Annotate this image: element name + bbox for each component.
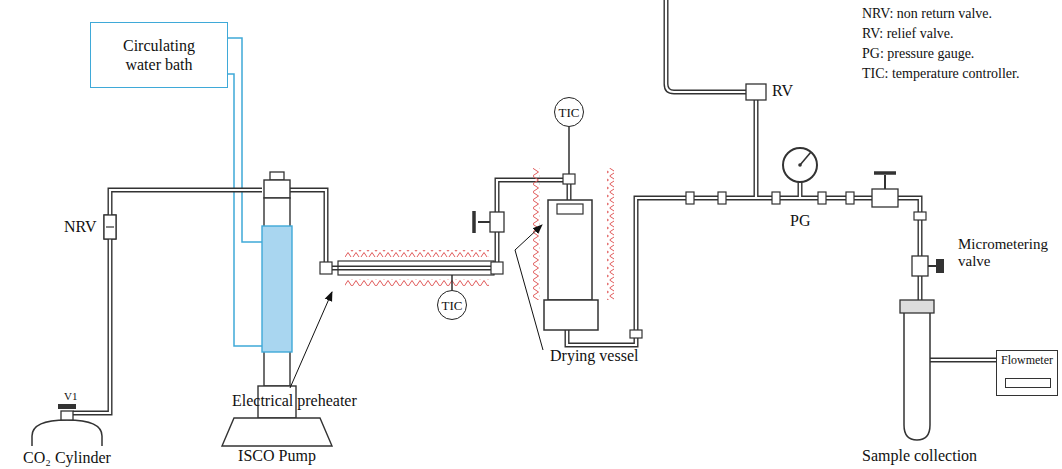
node-label: CO₂ Cylinder [0,449,138,467]
note-text: TIC: temperature controller. [862,66,1019,82]
connector-line [228,74,262,346]
check-valve-symbol [106,226,114,227]
callout-label: Sample collection [862,447,977,465]
node-label: Circulating water bath [105,36,213,74]
gas-cylinder: CO₂ Cylinder [28,404,106,448]
connector-line [106,190,262,413]
water-line [228,38,262,242]
node-label: TIC [559,106,580,119]
check-valve-symbol [104,215,116,239]
controller-circle: TIC [554,97,584,127]
pipe-connector [106,190,262,413]
connector-line [228,38,262,242]
flowmeter-box: Flowmeter [996,350,1058,396]
syringe-pump: ISCO Pump [262,180,292,418]
connector-line [106,190,262,413]
valve-label: V1 [64,390,77,403]
node-label: ISCO Pump [217,447,337,465]
flowmeter-display [1005,378,1051,388]
water-bath-box: Circulating water bath [90,22,228,88]
note-text: NRV: non return valve. [862,6,992,22]
valve-label: RV [772,82,793,100]
controller-circle: TIC [437,290,467,320]
gauge-label: PG [790,212,810,230]
callout-label: Drying vessel [550,347,638,365]
node-label: TIC [442,299,463,312]
note-text: RV: relief valve. [862,26,954,42]
note-text: PG: pressure gauge. [862,46,974,62]
valve-label: NRV [64,218,97,236]
callout-label: Electrical preheater [232,392,357,410]
valve-label: Micrometering valve [958,236,1058,271]
node-label: Flowmeter [997,354,1057,367]
water-line [228,74,262,346]
